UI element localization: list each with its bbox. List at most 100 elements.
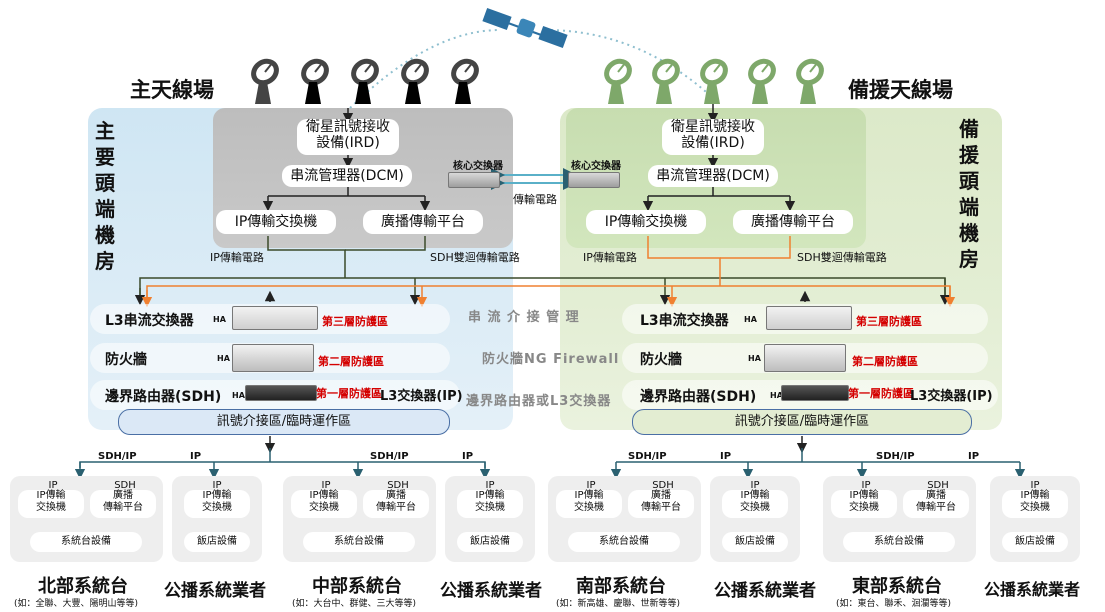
north-ip-tag: IP [48, 480, 58, 491]
north-sdh-tag: SDH [114, 480, 136, 491]
backup-l3-label: L3串流交換器 [640, 313, 729, 329]
main-ird: 衛星訊號接收 設備(IRD) [297, 119, 399, 155]
central-hotel: 飯店設備 [457, 532, 523, 552]
main-ha-3: HA [232, 391, 245, 400]
backup-broadcast-platform: 廣播傳輸平台 [733, 210, 853, 234]
central-ip-tag: IP [321, 480, 331, 491]
north-broadcast: 廣播 傳輸平台 [90, 490, 156, 518]
backup-ha-1: HA [744, 315, 757, 324]
central-name: 中部系統台 [312, 576, 402, 597]
central-public-name: 公播系統業者 [440, 581, 542, 601]
north-public-name: 公播系統業者 [164, 581, 266, 601]
east-ip-switch: IP傳輸 交換機 [831, 490, 897, 518]
main-core-switch-device [448, 172, 500, 188]
main-broadcast-platform: 廣播傳輸平台 [363, 210, 483, 234]
east-sdh-tag: SDH [927, 480, 949, 491]
main-signal-zone: 訊號介接區/臨時運作區 [118, 409, 450, 435]
backup-fw-label: 防火牆 [640, 352, 682, 368]
backup-l3-ip: L3交換器(IP) [910, 389, 993, 404]
backup-ird: 衛星訊號接收 設備(IRD) [662, 119, 764, 155]
transmission-label: 傳輸電路 [513, 193, 557, 206]
main-l3-label: L3串流交換器 [105, 313, 194, 329]
east-public-ip-tag: IP [1030, 480, 1040, 491]
middle-stream: 串 流 介 接 管 理 [468, 310, 580, 325]
central-public-ip-switch: IP傳輸 交換機 [457, 490, 523, 518]
branch-north-ip: IP [190, 451, 202, 462]
main-l3-device [232, 306, 318, 330]
backup-core-switch-device [568, 172, 620, 188]
south-note: (如：新高雄、慶聯、世新等等) [556, 599, 681, 609]
north-ip-switch: IP傳輸 交換機 [18, 490, 84, 518]
backup-edge-label: 邊界路由器(SDH) [640, 389, 757, 405]
main-edge-device [245, 385, 317, 401]
north-note: (如：全聯、大豐、陽明山等等) [14, 599, 139, 609]
main-room-label: 主要頭端機房 [95, 119, 115, 273]
branch-east-sdh-ip: SDH/IP [876, 451, 915, 462]
backup-ip-switch: IP傳輸交換機 [586, 210, 706, 234]
branch-south-ip: IP [720, 451, 732, 462]
south-sdh-tag: SDH [652, 480, 674, 491]
backup-layer2: 第二層防護區 [852, 355, 918, 368]
south-broadcast: 廣播 傳輸平台 [628, 490, 694, 518]
main-core-switch-label: 核心交換器 [453, 161, 503, 172]
main-l3-ip: L3交換器(IP) [380, 389, 463, 404]
main-antenna-array [245, 58, 485, 112]
backup-ha-3: HA [770, 391, 783, 400]
main-layer3: 第三層防護區 [322, 315, 388, 328]
backup-core-switch-label: 核心交換器 [571, 161, 621, 172]
main-layer2: 第二層防護區 [318, 355, 384, 368]
satellite-icon [482, 7, 568, 49]
branch-south-sdh-ip: SDH/IP [628, 451, 667, 462]
east-name: 東部系統台 [852, 576, 942, 597]
central-sdh-tag: SDH [387, 480, 409, 491]
backup-ip-circuit: IP傳輸電路 [583, 251, 637, 264]
east-broadcast: 廣播 傳輸平台 [903, 490, 969, 518]
central-note: (如：大台中、群健、三大等等) [292, 599, 417, 609]
central-ip-switch: IP傳輸 交換機 [291, 490, 357, 518]
east-system-equipment: 系統台設備 [843, 532, 955, 552]
east-public-name: 公播系統業者 [984, 580, 1081, 599]
south-ip-switch: IP傳輸 交換機 [556, 490, 622, 518]
main-layer1: 第一層防護區 [316, 387, 382, 400]
main-sdh-circuit: SDH雙迴傳輸電路 [430, 251, 520, 264]
branch-central-sdh-ip: SDH/IP [370, 451, 409, 462]
main-edge-label: 邊界路由器(SDH) [105, 389, 222, 405]
branch-north-sdh-ip: SDH/IP [98, 451, 137, 462]
central-broadcast: 廣播 傳輸平台 [363, 490, 429, 518]
south-name: 南部系統台 [576, 576, 666, 597]
south-public-ip-switch: IP傳輸 交換機 [722, 490, 788, 518]
south-public-ip-tag: IP [750, 480, 760, 491]
backup-ha-2: HA [748, 354, 761, 363]
backup-sdh-circuit: SDH雙迴傳輸電路 [797, 251, 887, 264]
backup-signal-zone: 訊號介接區/臨時運作區 [632, 409, 972, 435]
north-public-ip-tag: IP [212, 480, 222, 491]
backup-edge-device [781, 385, 849, 401]
branch-east-ip: IP [968, 451, 980, 462]
east-note: (如：東台、聯禾、洄瀾等等) [836, 599, 952, 609]
main-antenna-title: 主天線場 [130, 78, 214, 102]
east-public-ip-switch: IP傳輸 交換機 [1002, 490, 1068, 518]
south-ip-tag: IP [586, 480, 596, 491]
main-fw-device [232, 344, 314, 372]
main-ha-2: HA [217, 354, 230, 363]
main-ip-switch: IP傳輸交換機 [216, 210, 336, 234]
north-name: 北部系統台 [38, 576, 128, 597]
backup-fw-device [764, 344, 846, 372]
backup-l3-device [766, 306, 852, 330]
main-fw-label: 防火牆 [105, 352, 147, 368]
central-public-ip-tag: IP [485, 480, 495, 491]
central-system-equipment: 系統台設備 [303, 532, 415, 552]
middle-firewall: 防火牆NG Firewall [482, 352, 620, 367]
branch-central-ip: IP [462, 451, 474, 462]
backup-antenna-title: 備援天線場 [848, 78, 953, 102]
north-public-ip-switch: IP傳輸 交換機 [184, 490, 250, 518]
backup-antenna-array [598, 58, 838, 112]
backup-dcm: 串流管理器(DCM) [648, 165, 778, 187]
north-system-equipment: 系統台設備 [30, 532, 142, 552]
main-dcm: 串流管理器(DCM) [282, 165, 412, 187]
south-hotel: 飯店設備 [722, 532, 788, 552]
north-hotel: 飯店設備 [184, 532, 250, 552]
backup-layer1: 第一層防護區 [848, 387, 914, 400]
middle-router: 邊界路由器或L3交換器 [466, 394, 612, 409]
